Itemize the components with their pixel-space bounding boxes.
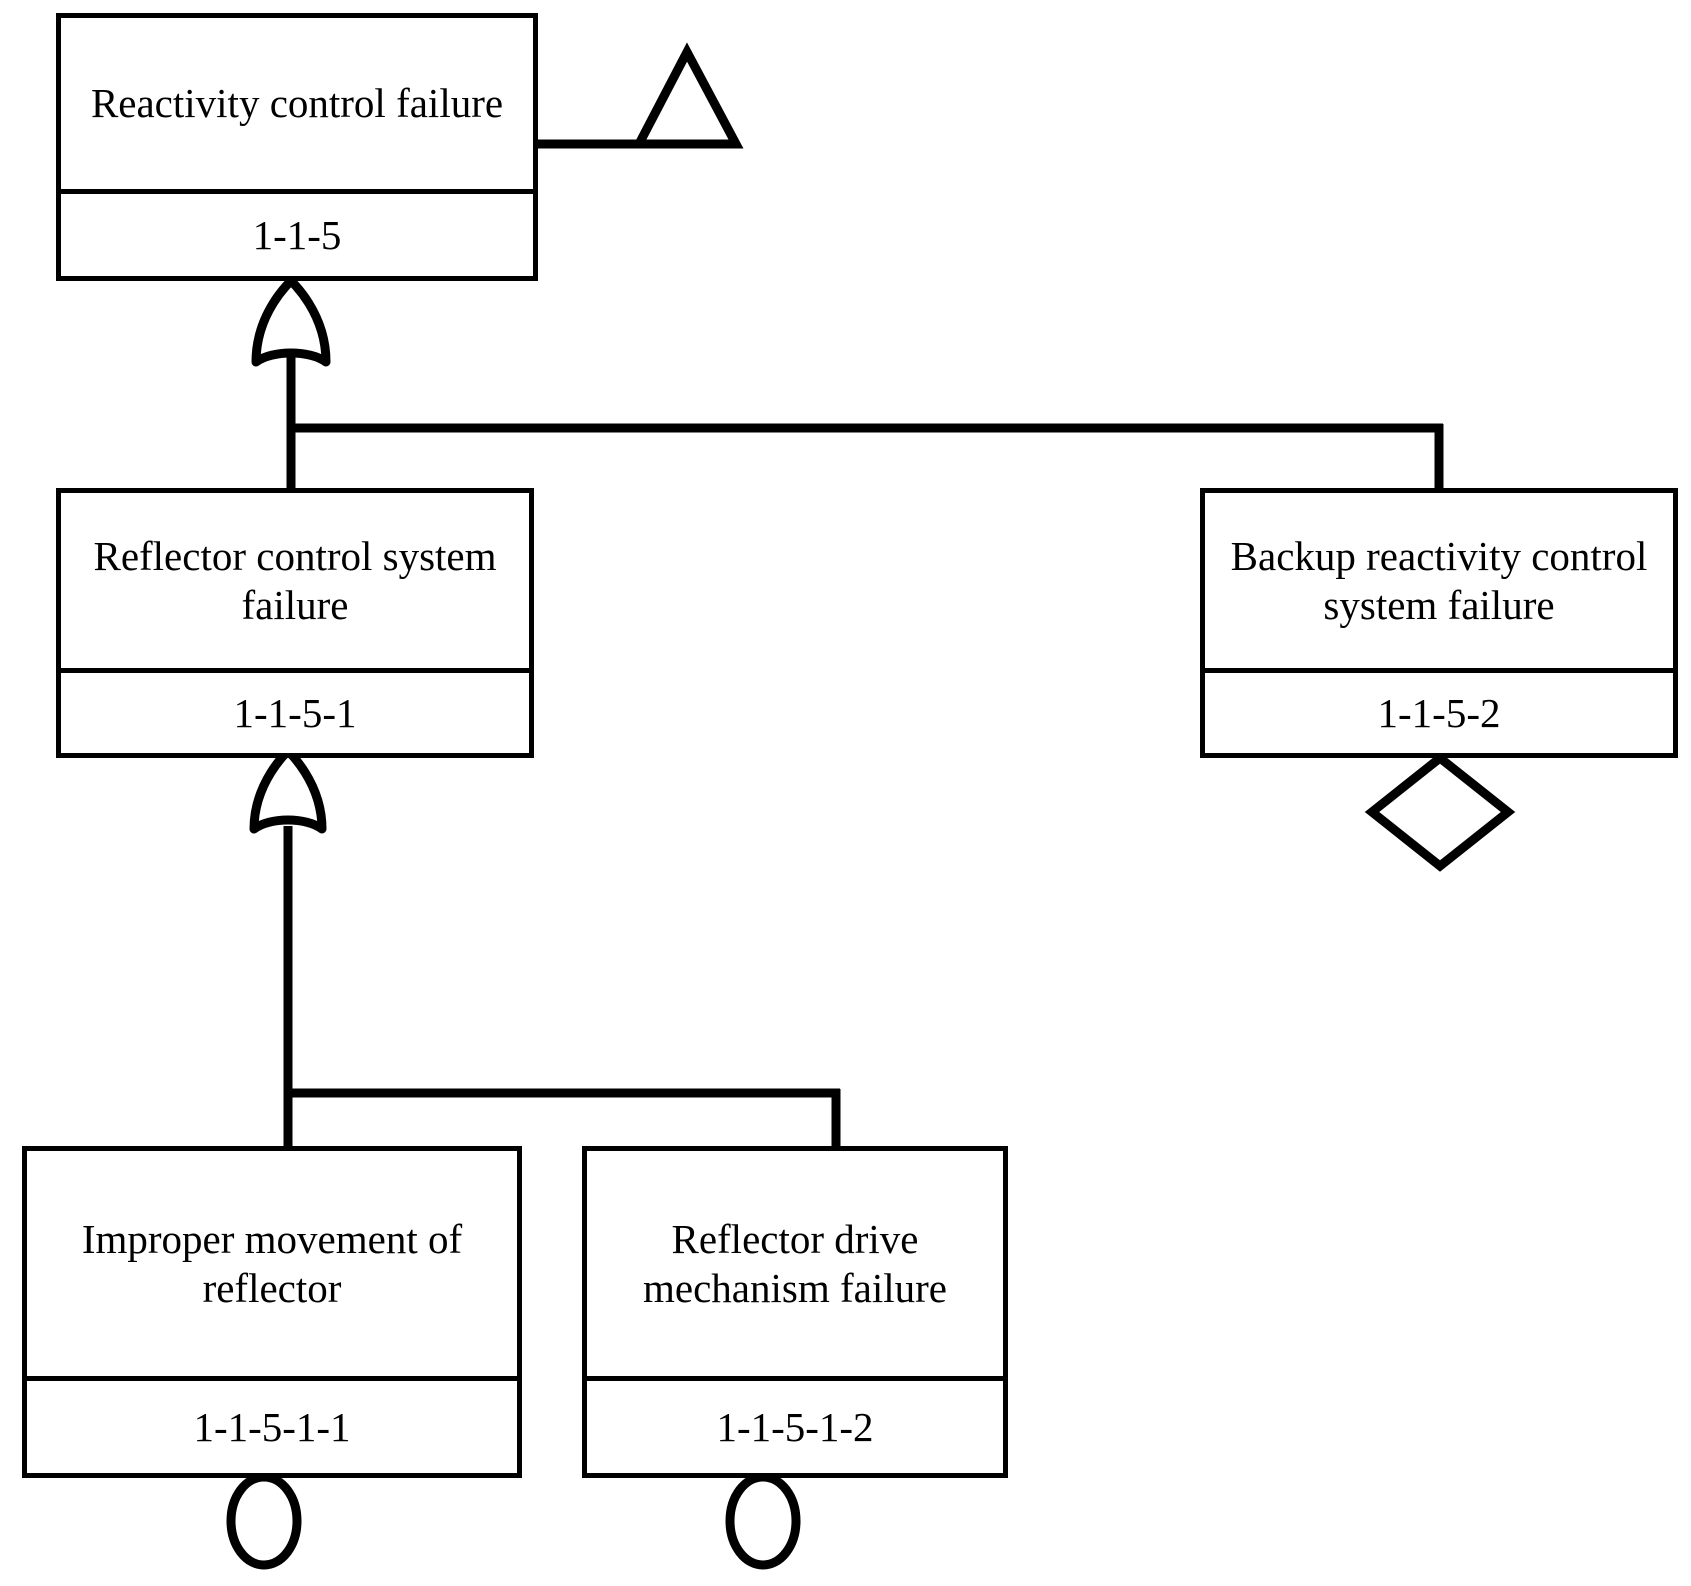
node-title: Reflector drive mechanism failure	[643, 1216, 947, 1311]
node-title: Reflector control system failure	[93, 533, 497, 628]
node-code: 1-1-5-1-1	[27, 1376, 517, 1473]
node-title: Improper movement of reflector	[81, 1216, 463, 1311]
node-code: 1-1-5-1	[61, 668, 529, 753]
undeveloped-diamond-icon	[1364, 752, 1516, 872]
node-reflector-drive-mechanism-failure[interactable]: Reflector drive mechanism failure 1-1-5-…	[582, 1146, 1008, 1478]
transfer-triangle-icon	[631, 42, 744, 149]
node-code: 1-1-5-2	[1205, 668, 1673, 753]
basic-event-circle-icon-left	[226, 1472, 302, 1570]
node-title: Backup reactivity control system failure	[1230, 533, 1648, 628]
node-title: Reactivity control failure	[90, 80, 504, 127]
node-improper-movement-of-reflector[interactable]: Improper movement of reflector 1-1-5-1-1	[22, 1146, 522, 1478]
node-code: 1-1-5-1-2	[587, 1376, 1003, 1473]
node-backup-reactivity-control-system-failure[interactable]: Backup reactivity control system failure…	[1200, 488, 1678, 758]
basic-event-circle-icon-right	[725, 1472, 801, 1570]
node-reactivity-control-failure[interactable]: Reactivity control failure 1-1-5	[56, 13, 538, 281]
or-gate-icon-top	[251, 276, 331, 367]
or-gate-icon-left	[249, 746, 327, 834]
node-reflector-control-system-failure[interactable]: Reflector control system failure 1-1-5-1	[56, 488, 534, 758]
node-code: 1-1-5	[61, 189, 533, 276]
